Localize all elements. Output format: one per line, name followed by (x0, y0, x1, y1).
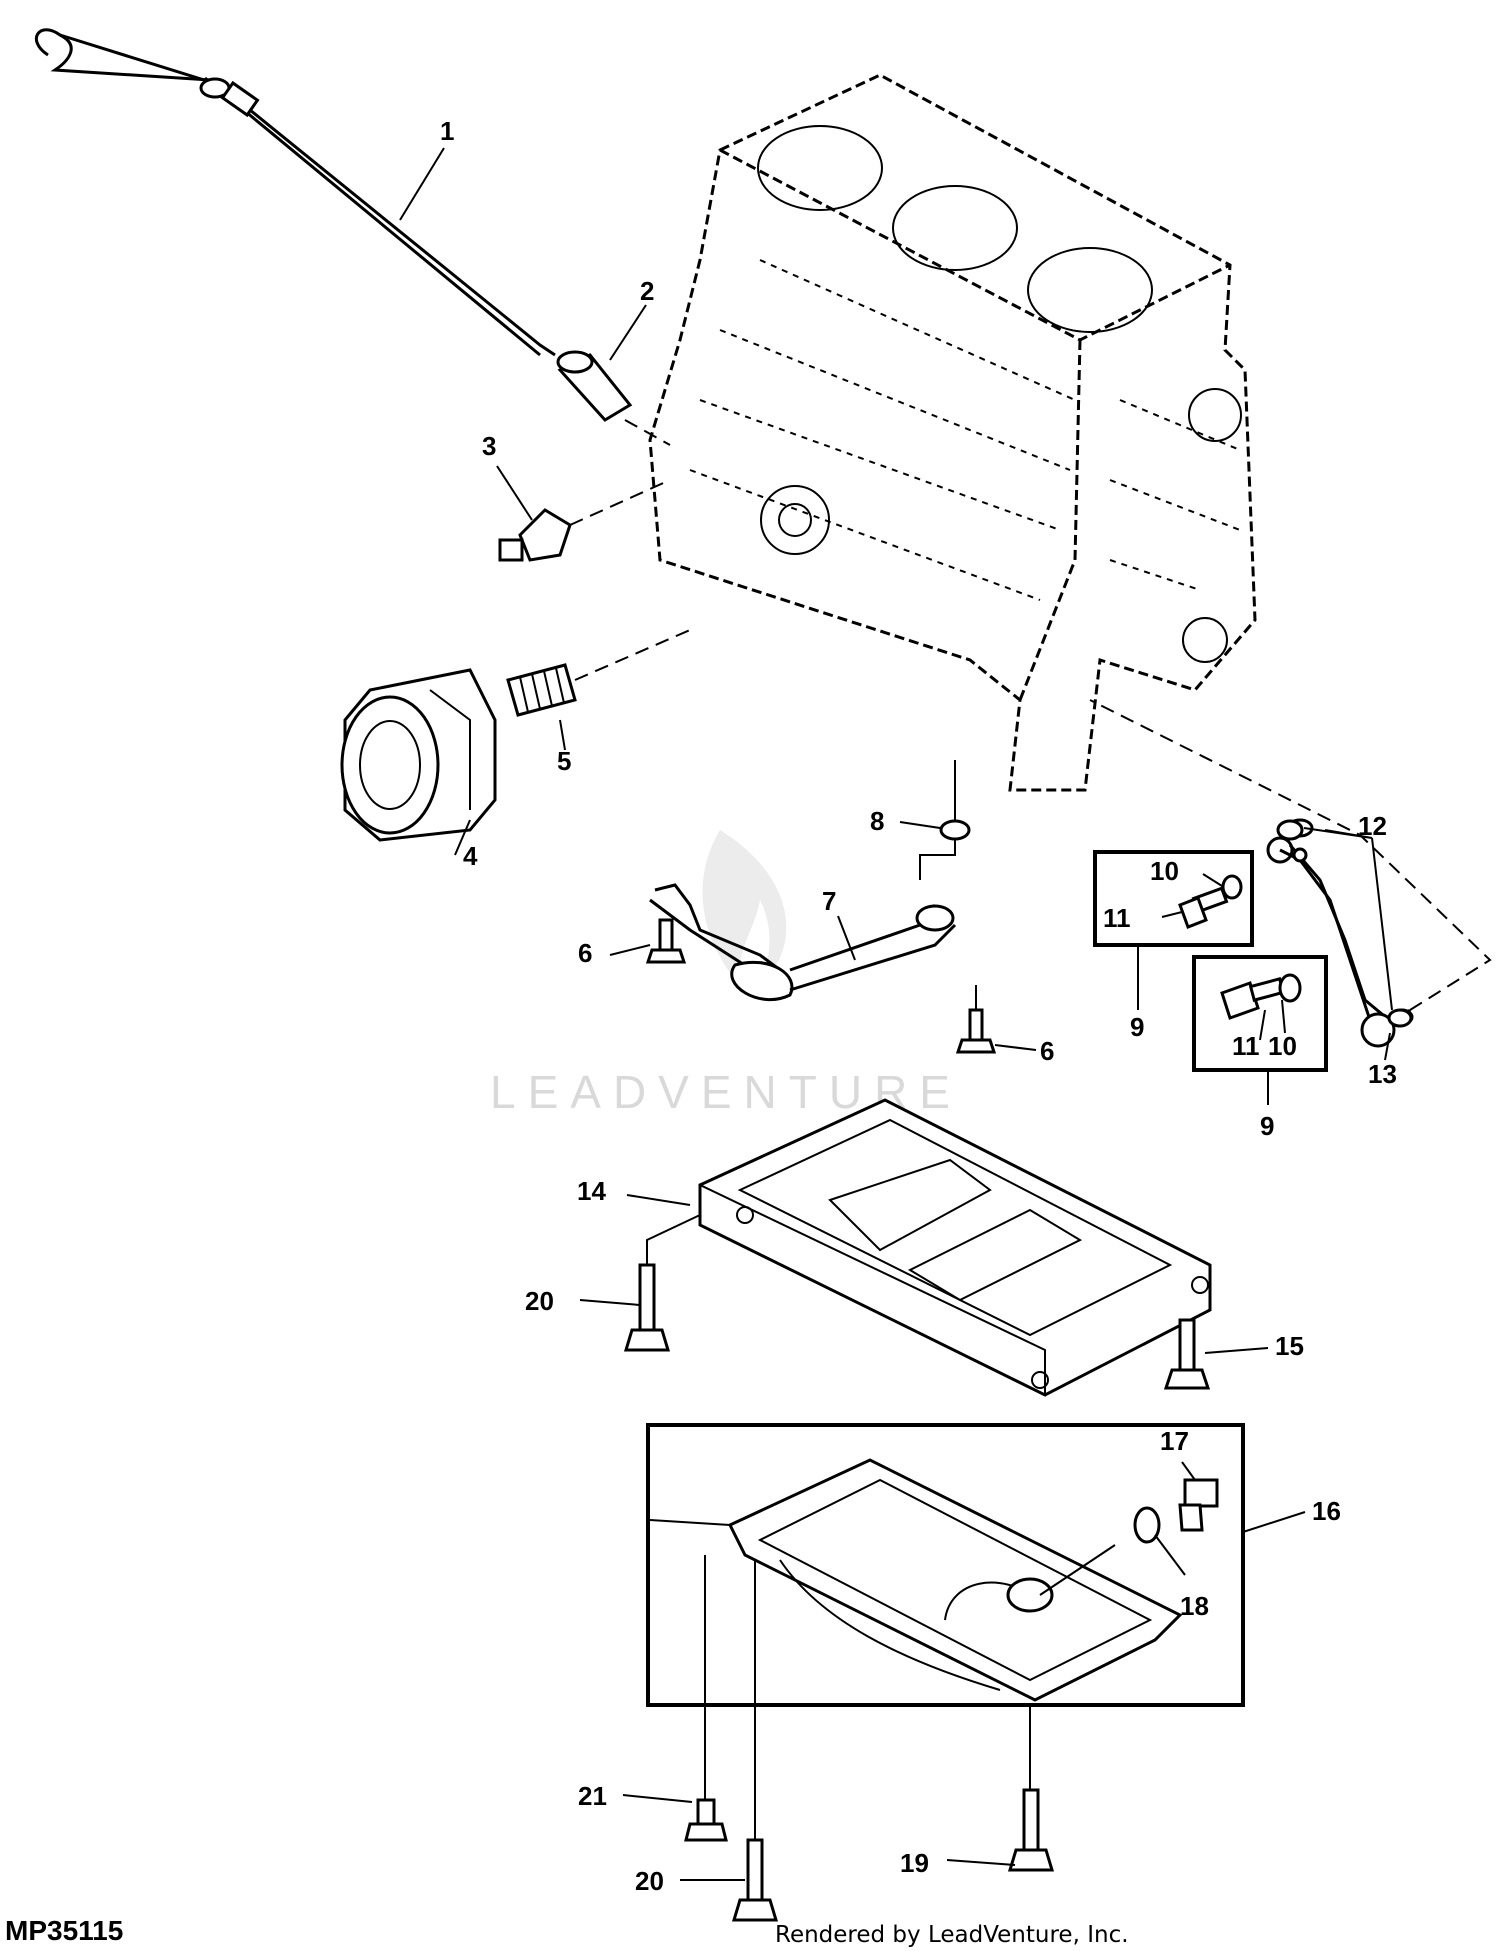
o-ring (939, 770, 971, 841)
leader-lines (399, 147, 1393, 1881)
callout-6-left: 6 (578, 938, 592, 968)
callout-3: 3 (482, 431, 496, 461)
dipstick-tube (556, 350, 671, 446)
callout-11-upper: 11 (1103, 903, 1131, 933)
oil-filter (340, 668, 497, 842)
callout-15: 15 (1275, 1331, 1304, 1361)
callout-14: 14 (577, 1176, 606, 1206)
callout-11-lower: 11 (1232, 1031, 1260, 1061)
callout-13: 13 (1368, 1059, 1397, 1089)
callout-6-right: 6 (1040, 1036, 1054, 1066)
callout-19: 19 (900, 1848, 929, 1878)
callout-12: 12 (1358, 811, 1387, 841)
filter-nipple (506, 629, 691, 717)
watermark: LEADVENTURE (490, 830, 950, 1118)
callout-8: 8 (870, 806, 884, 836)
engine-block (648, 73, 1257, 792)
bolt-kit-lower (1192, 955, 1328, 1072)
callout-20-lower: 20 (635, 1866, 664, 1896)
callout-10-upper: 10 (1150, 856, 1179, 886)
callout-2: 2 (640, 276, 654, 306)
render-credit: Rendered by LeadVenture, Inc. (775, 1922, 1129, 1948)
callout-4: 4 (463, 841, 478, 871)
dipstick (34, 28, 556, 357)
oil-pan-lower (704, 1458, 1219, 1840)
callout-9-upper: 9 (1130, 1012, 1144, 1042)
callout-21: 21 (578, 1781, 607, 1811)
callout-20-upper: 20 (525, 1286, 554, 1316)
bolt-kit-upper (1093, 850, 1254, 947)
oil-pressure-switch (498, 479, 671, 562)
callout-9-lower: 9 (1260, 1111, 1274, 1141)
pan-bolts-lower (684, 1788, 1055, 1922)
callout-5: 5 (557, 746, 571, 776)
callout-16: 16 (1312, 1496, 1341, 1526)
oil-pan-kit-box (646, 1423, 1245, 1707)
callout-18: 18 (1180, 1591, 1209, 1621)
callout-17: 17 (1160, 1426, 1189, 1456)
tube-bolts (645, 918, 997, 1054)
callouts: 1 2 3 4 5 6 6 7 8 9 9 10 10 11 11 12 13 … (440, 116, 1397, 1896)
callout-1: 1 (440, 116, 454, 146)
pan-bolts-upper (623, 1214, 1211, 1390)
callout-10-lower: 10 (1268, 1031, 1297, 1061)
oil-pan-upper (698, 1098, 1212, 1397)
callout-7: 7 (822, 886, 836, 916)
pipe-washers (1276, 819, 1413, 1028)
figure-code: MP35115 (5, 1915, 123, 1946)
oil-strainer-tube (649, 760, 957, 1001)
